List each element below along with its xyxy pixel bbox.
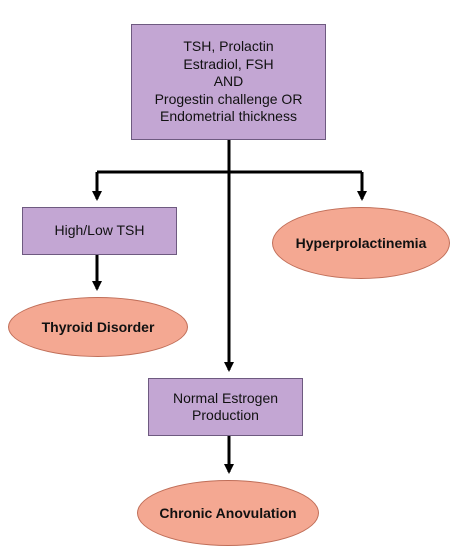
thyroid-ellipse: Thyroid Disorder <box>8 297 188 357</box>
tsh-box: High/Low TSH <box>22 207 177 255</box>
hyperprolactinemia-ellipse: Hyperprolactinemia <box>272 207 450 279</box>
anovulation-ellipse: Chronic Anovulation <box>137 480 319 546</box>
estrogen-line-1: Normal Estrogen <box>172 389 279 406</box>
anovulation-label: Chronic Anovulation <box>159 505 297 521</box>
estrogen-line-2: Production <box>192 407 259 423</box>
tests-box: TSH, Prolactin Estradiol, FSH AND Proges… <box>131 24 326 140</box>
thyroid-label: Thyroid Disorder <box>41 319 155 335</box>
tests-line-5: Endometrial thickness <box>160 108 297 125</box>
tests-line-3: AND <box>213 73 244 90</box>
estrogen-box: Normal Estrogen Production <box>148 378 303 436</box>
tests-line-2: Estradiol, FSH <box>183 55 274 72</box>
tests-line-1: TSH, Prolactin <box>183 38 274 55</box>
tsh-label: High/Low TSH <box>54 222 145 239</box>
hyperprolactinemia-label: Hyperprolactinemia <box>295 235 427 251</box>
tests-line-4: Progestin challenge OR <box>154 90 303 107</box>
